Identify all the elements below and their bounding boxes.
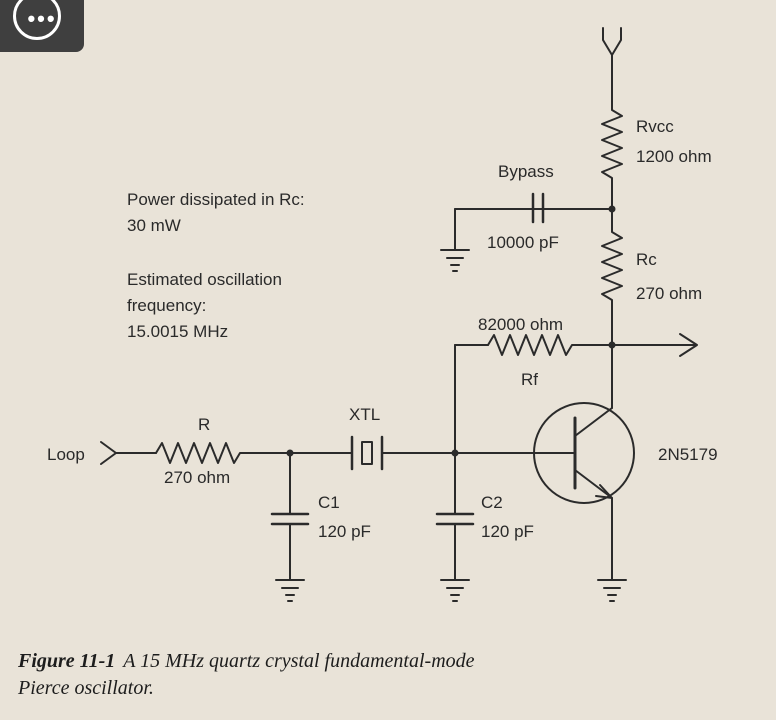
freq-note-line3: 15.0015 MHz bbox=[127, 322, 228, 341]
rf-name-label: Rf bbox=[521, 370, 538, 389]
caption-text-line2: Pierce oscillator. bbox=[17, 677, 154, 699]
transistor-collector-lead bbox=[574, 407, 613, 437]
rf-value-label: 82000 ohm bbox=[478, 315, 563, 334]
rc-resistor bbox=[601, 208, 623, 346]
bypass-name-label: Bypass bbox=[498, 162, 554, 181]
junction-dot-c1 bbox=[286, 449, 294, 457]
transistor-label: 2N5179 bbox=[658, 445, 718, 464]
loop-input-arrow-icon bbox=[100, 441, 117, 465]
junction-dot-collector bbox=[608, 341, 616, 349]
output-arrow-icon bbox=[679, 333, 698, 357]
caption-text-line1: A 15 MHz quartz crystal fundamental-mode bbox=[121, 650, 474, 672]
bypass-value-label: 10000 pF bbox=[487, 233, 559, 252]
ellipsis-dots: ••• bbox=[27, 6, 57, 31]
r-name-label: R bbox=[198, 415, 210, 434]
rc-name-label: Rc bbox=[636, 250, 657, 269]
rc-value-label: 270 ohm bbox=[636, 284, 702, 303]
junction-dot-bypass bbox=[608, 205, 616, 213]
xtl-crystal-body bbox=[361, 441, 373, 465]
figure-number: Figure 11-1 bbox=[17, 650, 115, 672]
rvcc-name-label: Rvcc bbox=[636, 117, 674, 136]
xtl-name-label: XTL bbox=[349, 405, 380, 424]
menu-button[interactable]: ••• bbox=[0, 0, 84, 52]
rf-resistor bbox=[487, 334, 613, 356]
power-note-line2: 30 mW bbox=[127, 216, 181, 235]
freq-note-line2: frequency: bbox=[127, 296, 206, 315]
junction-dot-base bbox=[451, 449, 459, 457]
c1-value-label: 120 pF bbox=[318, 522, 371, 541]
loop-label: Loop bbox=[47, 445, 85, 464]
c1-name-label: C1 bbox=[318, 493, 340, 512]
rvcc-resistor bbox=[601, 101, 623, 210]
rvcc-value-label: 1200 ohm bbox=[636, 147, 712, 166]
ellipsis-icon bbox=[13, 0, 61, 40]
c2-name-label: C2 bbox=[481, 493, 503, 512]
transistor-emitter-lead bbox=[574, 469, 613, 499]
r-resistor bbox=[155, 442, 291, 464]
c2-value-label: 120 pF bbox=[481, 522, 534, 541]
figure-caption-line1: Figure 11-1 A 15 MHz quartz crystal funda… bbox=[17, 650, 475, 672]
vcc-terminal-icon bbox=[602, 27, 622, 56]
r-value-label: 270 ohm bbox=[164, 468, 230, 487]
power-note-line1: Power dissipated in Rc: bbox=[127, 190, 305, 209]
freq-note-line1: Estimated oscillation bbox=[127, 270, 282, 289]
